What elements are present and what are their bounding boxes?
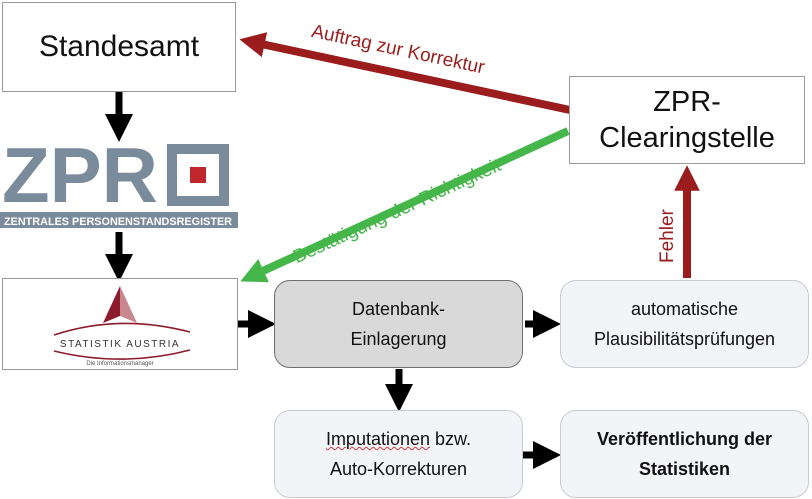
zpr-logo-graphic: ZPR ZENTRALES PERSONENSTANDSREGISTER <box>0 131 238 228</box>
standesamt-box: Standesamt <box>2 2 236 92</box>
statistik-austria-tagline: Die Informationsmanager <box>86 361 153 367</box>
imputation-word: Imputationen <box>325 429 431 449</box>
datenbank-line1: Datenbank- <box>351 299 446 319</box>
zpr-logo-subtitle: ZENTRALES PERSONENSTANDSREGISTER <box>4 216 232 228</box>
imputation-rest: bzw. <box>430 429 472 449</box>
zpr-logo-frame <box>167 144 229 206</box>
imputation-line2: Auto-Korrekturen <box>329 459 468 479</box>
imputation-line1: Imputationen bzw. <box>326 424 471 454</box>
zpr-logo-red-square <box>190 167 206 183</box>
clearingstelle-line1: ZPR- <box>653 86 721 118</box>
arrow-clearing-to-standesamt <box>239 32 571 114</box>
statistik-austria-swoosh <box>53 322 191 336</box>
statistik-austria-triangle-icon <box>103 286 120 323</box>
label-fehler: Fehler <box>657 209 678 263</box>
datenbank-line2: Einlagerung <box>350 329 447 349</box>
plausi-line2: Plausibilitätsprüfungen <box>593 329 776 349</box>
clearingstelle-line2: Clearingstelle <box>599 122 775 154</box>
plausibilitaet-box: automatische Plausibilitätsprüfungen <box>560 280 809 368</box>
datenbank-einlagerung-box: Datenbank- Einlagerung <box>274 280 523 368</box>
zpr-logo-band <box>0 212 238 228</box>
zpr-logo-letters: ZPR <box>2 140 158 219</box>
statistik-austria-logo: STATISTIK AUSTRIA Die Informationsmanage… <box>53 286 191 367</box>
veroeffentlichung-box: Veröffentlichung der Statistiken <box>560 410 809 498</box>
imputation-box: Imputationen bzw. Auto-Korrekturen <box>274 410 523 498</box>
plausi-line1: automatische <box>630 299 739 319</box>
statistik-austria-name: STATISTIK AUSTRIA <box>60 339 180 350</box>
arrow-clearing-to-statistik <box>240 127 570 283</box>
standesamt-label: Standesamt <box>38 30 200 63</box>
statistik-austria-box: STATISTIK AUSTRIA Die Informationsmanage… <box>2 278 238 370</box>
veroeff-line1: Veröffentlichung der <box>596 429 773 449</box>
clearingstelle-box: ZPR- Clearingstelle <box>569 76 805 164</box>
zpr-logo: ZPR ZENTRALES PERSONENSTANDSREGISTER <box>0 131 238 231</box>
veroeff-line2: Statistiken <box>638 459 731 479</box>
